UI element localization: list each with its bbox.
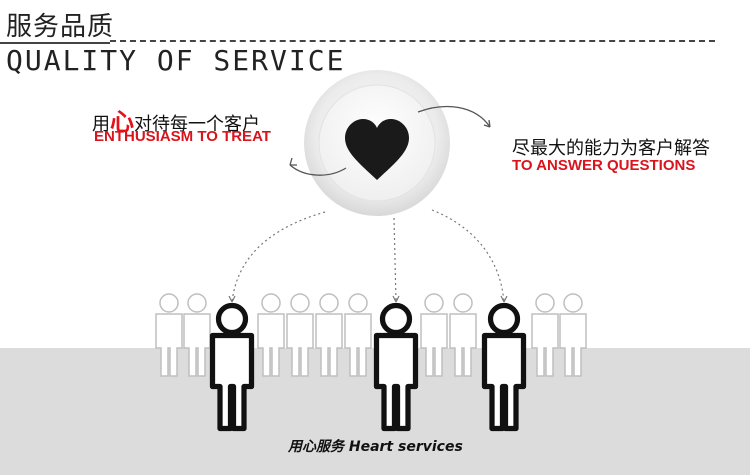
person-icon — [209, 302, 255, 432]
footer-label: 用心服务 Heart services — [288, 439, 463, 455]
arrowhead-left — [289, 157, 297, 166]
left-caption-prefix: 用 — [92, 114, 110, 135]
person-icon — [257, 293, 285, 377]
title-dashed-rule — [110, 40, 715, 42]
dotted-arrowhead-left — [228, 295, 236, 303]
person-icon — [420, 293, 448, 377]
person-icon — [155, 293, 183, 377]
left-caption-highlight: 心 — [110, 108, 134, 136]
right-caption-cn: 尽最大的能力为客户解答 — [512, 138, 710, 159]
person-icon — [481, 302, 527, 432]
person-icon — [344, 293, 372, 377]
person-icon — [286, 293, 314, 377]
person-icon — [315, 293, 343, 377]
dotted-arrow-left — [231, 211, 326, 303]
person-icon — [183, 293, 211, 377]
left-caption-suffix: 对待每一个客户 — [134, 114, 260, 135]
person-icon — [449, 293, 477, 377]
page-title-en: QUALITY OF SERVICE — [6, 44, 346, 77]
curve-arrow-right — [417, 105, 491, 128]
person-icon — [373, 302, 419, 432]
right-caption-en: TO ANSWER QUESTIONS — [512, 157, 696, 174]
left-caption-cn: 用心对待每一个客户 — [92, 102, 260, 137]
arrowhead-right — [483, 119, 491, 128]
person-icon — [559, 293, 587, 377]
dotted-arrowhead-right — [500, 295, 508, 303]
curve-arrow-left — [289, 164, 347, 176]
dotted-arrow-center — [393, 217, 397, 303]
person-icon — [531, 293, 559, 377]
dotted-arrow-right — [431, 209, 505, 303]
heart-icon — [345, 119, 409, 180]
left-caption-en: ENTHUSIASM TO TREAT — [94, 128, 271, 145]
page-title-cn: 服务品质 — [6, 12, 115, 42]
dotted-arrowhead-center — [392, 295, 400, 303]
title-underline — [0, 42, 110, 44]
